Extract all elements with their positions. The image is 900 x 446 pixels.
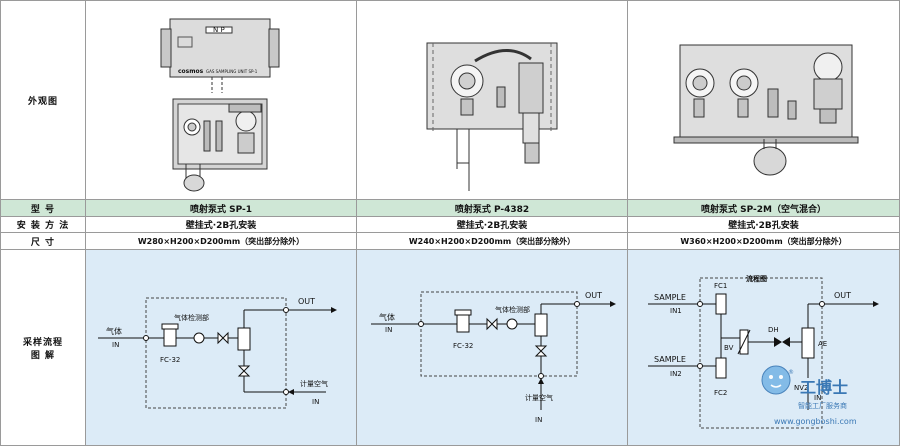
- p4382-illustration: [426, 42, 558, 191]
- sp2m-sample1-label: SAMPLE: [654, 293, 686, 302]
- p4382-detector-label: 气体检测部: [495, 305, 530, 314]
- p4382-gas-label: 气体: [379, 312, 395, 322]
- install-sp2m: 壁挂式·2B孔安装: [627, 216, 900, 233]
- sp1-out-label: OUT: [298, 297, 315, 306]
- sp1-air-label: 计量空气: [300, 379, 328, 388]
- sp1-illustration: N P cosmos GAS SAMPLING UNIT SP-1: [160, 18, 280, 192]
- model-sp1: 喷射泵式 SP-1: [85, 199, 357, 217]
- device-image-sp2m: [627, 0, 900, 200]
- watermark-brand: 工博士: [800, 378, 848, 397]
- flow-row: 采样流程 图 解 气体 IN FC-32: [0, 249, 900, 446]
- model-p4382: 喷射泵式 P-4382: [356, 199, 628, 217]
- row-header-install: 安 装 方 法: [0, 216, 86, 233]
- install-row: 安 装 方 法 壁挂式·2B孔安装 壁挂式·2B孔安装 壁挂式·2B孔安装: [0, 216, 900, 233]
- sp2m-in1-label: IN1: [670, 307, 682, 315]
- flow-diagram-p4382: 气体 IN FC-32 气体检测部 OUT: [356, 249, 628, 446]
- size-p4382: W240×H200×D200mm（突出部分除外）: [356, 232, 628, 250]
- p4382-out-label: OUT: [585, 291, 602, 300]
- sp2m-title: 流程图: [746, 274, 767, 283]
- sp2m-nv2-label: NV2: [794, 384, 808, 392]
- watermark-logo: [761, 365, 791, 395]
- flow-sp2m-svg: 流程图 SAMPLE IN1 FC1 BV SAMPLE IN2: [648, 274, 879, 429]
- sp2m-in2-label: IN2: [670, 370, 682, 378]
- sp2m-illustration: [673, 44, 859, 176]
- row-header-flow: 采样流程 图 解: [0, 249, 86, 446]
- p4382-fc-label: FC-32: [453, 342, 473, 350]
- install-sp1: 壁挂式·2B孔安装: [85, 216, 357, 233]
- device-image-p4382: [356, 0, 628, 200]
- sp2m-out-label: OUT: [834, 291, 851, 300]
- model-sp2m: 喷射泵式 SP-2M（空气混合）: [627, 199, 900, 217]
- sp2m-sample2-label: SAMPLE: [654, 355, 686, 364]
- device-label: GAS SAMPLING UNIT SP-1: [206, 69, 258, 74]
- p4382-in-label: IN: [385, 326, 392, 334]
- sp1-air-in-label: IN: [312, 398, 319, 406]
- size-sp2m: W360×H200×D200mm（突出部分除外）: [627, 232, 900, 250]
- model-row: 型 号 喷射泵式 SP-1 喷射泵式 P-4382 喷射泵式 SP-2M（空气混…: [0, 199, 900, 217]
- sp2m-fc1-label: FC1: [714, 282, 727, 290]
- sp2m-air-in-label: IN: [814, 394, 821, 402]
- sp2m-dh-label: DH: [768, 326, 779, 334]
- device-brand: cosmos: [178, 68, 204, 75]
- flow-p4382-svg: 气体 IN FC-32 气体检测部 OUT: [371, 291, 616, 424]
- sp1-detector-label: 气体检测部: [174, 313, 209, 322]
- row-header-model: 型 号: [0, 199, 86, 217]
- flow-diagram-sp1: 气体 IN FC-32 气体检测部 OUT: [85, 249, 357, 446]
- size-sp1: W280×H200×D200mm（突出部分除外）: [85, 232, 357, 250]
- sp2m-fc2-label: FC2: [714, 389, 727, 397]
- p4382-air-in-label: IN: [535, 416, 542, 424]
- flow-header-line1: 采样流程: [22, 337, 63, 348]
- sp2m-bv-label: BV: [724, 344, 734, 352]
- device-image-sp1: N P cosmos GAS SAMPLING UNIT SP-1: [85, 0, 357, 200]
- watermark-reg: ®: [788, 369, 794, 376]
- sp1-in-label: IN: [112, 341, 119, 349]
- row-header-size: 尺 寸: [0, 232, 86, 250]
- install-p4382: 壁挂式·2B孔安装: [356, 216, 628, 233]
- sp1-gas-label: 气体: [106, 326, 122, 336]
- flow-diagram-sp2m: 流程图 SAMPLE IN1 FC1 BV SAMPLE IN2: [627, 249, 900, 446]
- flow-sp1-svg: 气体 IN FC-32 气体检测部 OUT: [98, 297, 337, 409]
- sp2m-ae-label: AE: [818, 340, 827, 348]
- row-header-appearance: 外观图: [0, 0, 86, 200]
- device-tag: N P: [213, 26, 225, 34]
- watermark-url: www.gongboshi.com: [774, 417, 857, 426]
- p4382-air-label: 计量空气: [525, 393, 553, 402]
- flow-header-line2: 图 解: [30, 350, 56, 361]
- size-row: 尺 寸 W280×H200×D200mm（突出部分除外） W240×H200×D…: [0, 232, 900, 250]
- appearance-row: 外观图 N P cosmos GAS SAMPLING UNIT SP-1: [0, 0, 900, 200]
- watermark-tagline: 智能工厂服务商: [798, 401, 847, 410]
- sp1-fc-label: FC-32: [160, 356, 180, 364]
